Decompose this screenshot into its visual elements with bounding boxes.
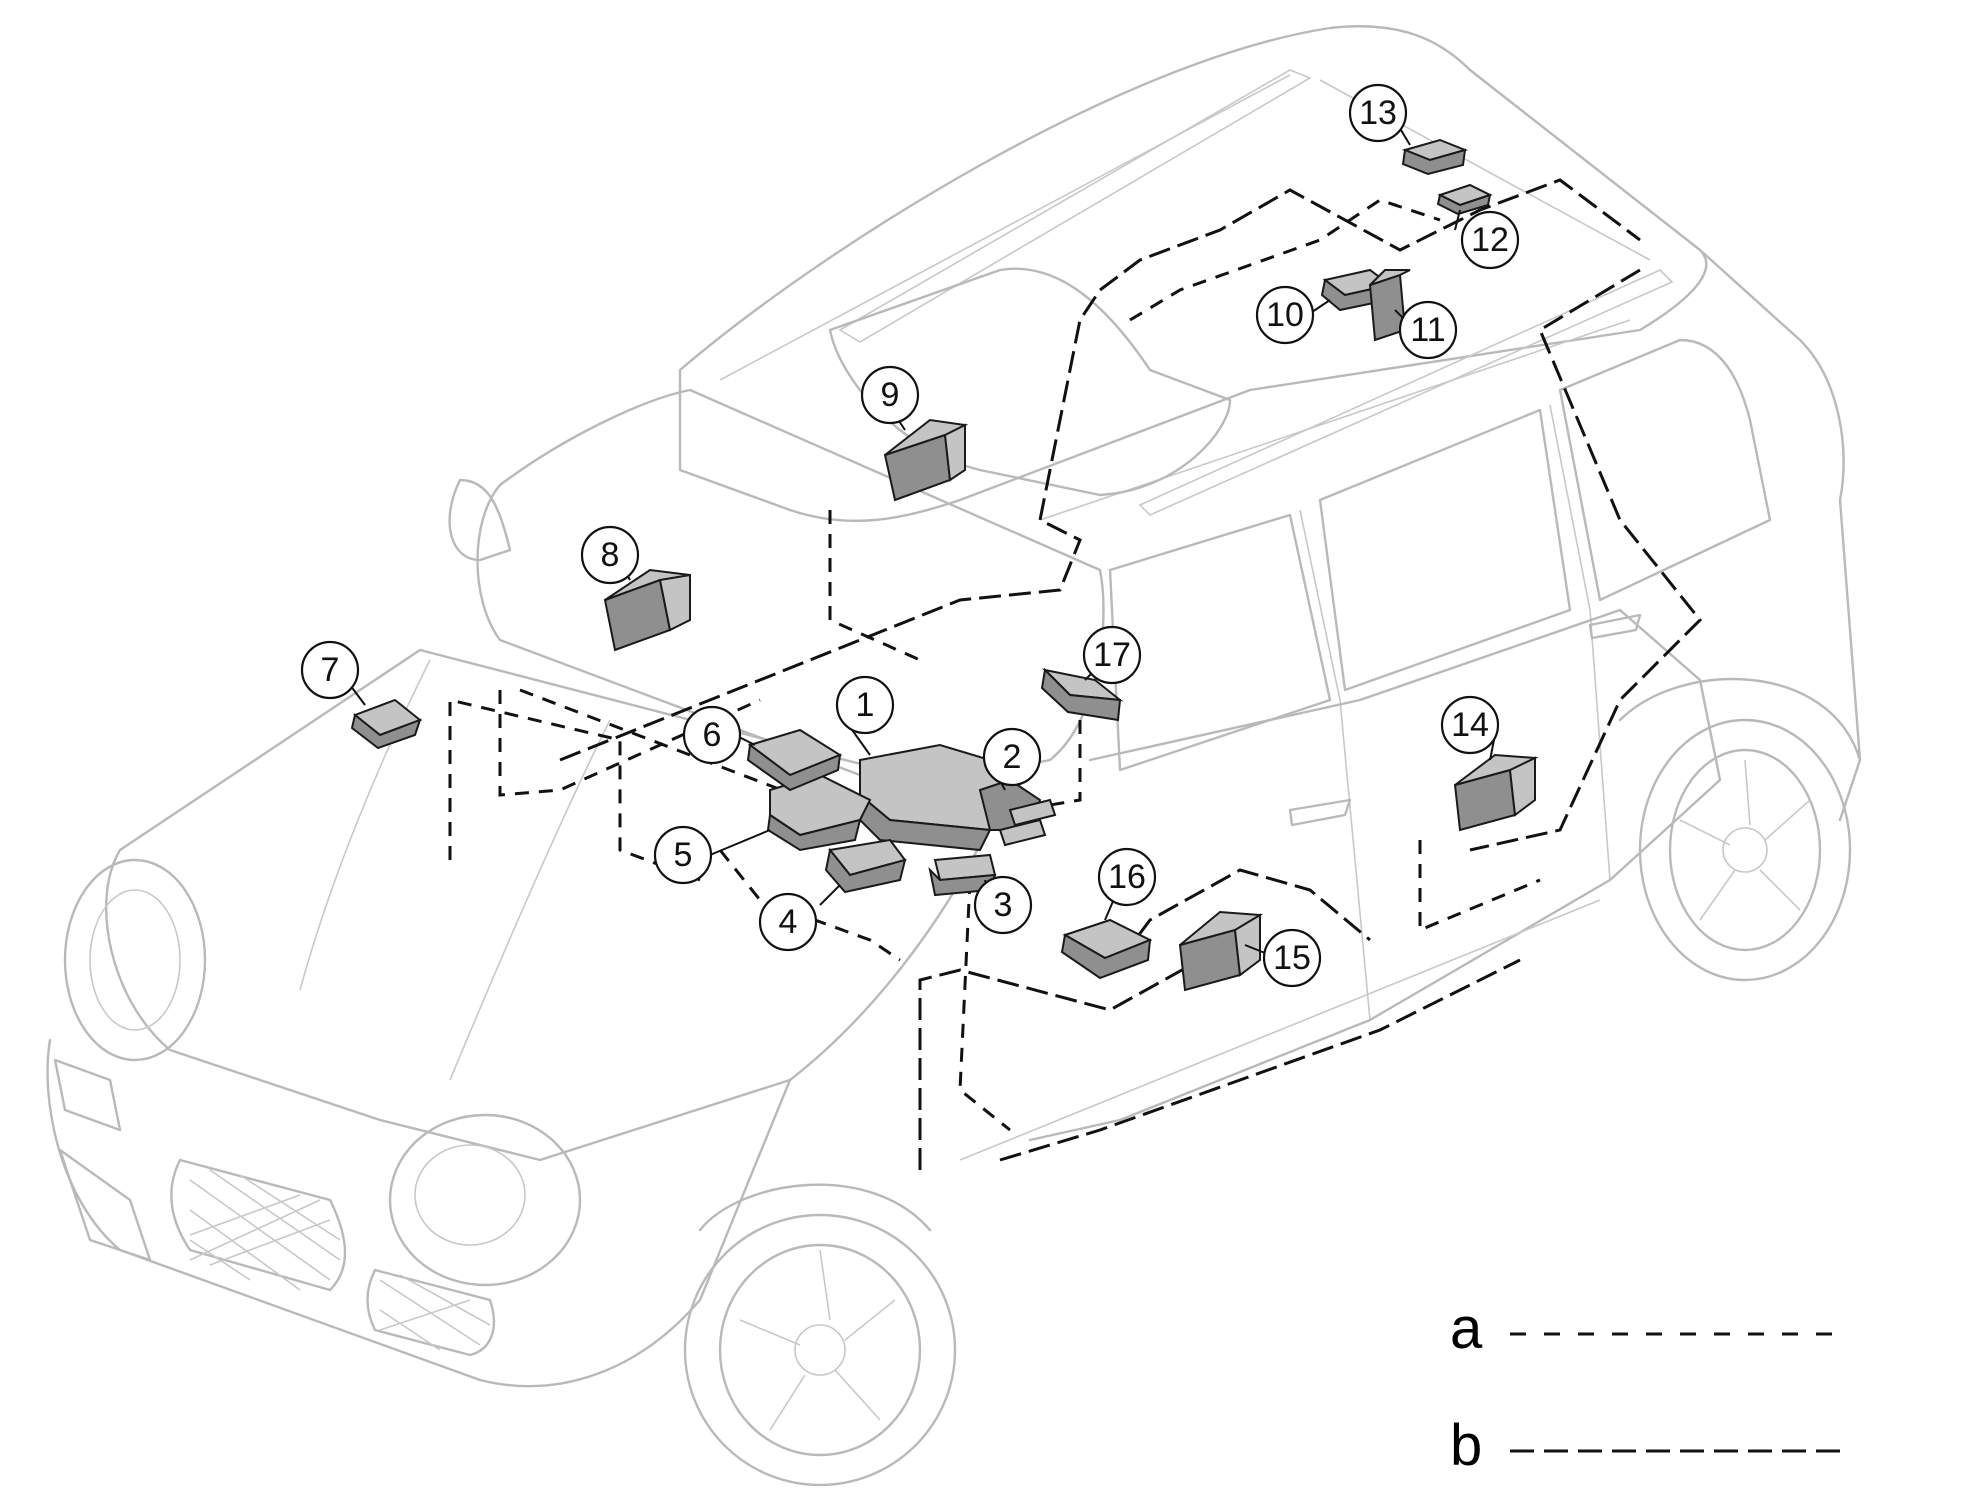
bus-line-roof <box>1099 178 1641 292</box>
callout-circle <box>1262 928 1322 988</box>
callout-number: 10 <box>1266 296 1304 334</box>
callout-1: 1 <box>835 675 895 735</box>
callout-5: 5 <box>653 825 713 885</box>
callout-4: 4 <box>758 892 818 952</box>
module-15 <box>1178 910 1264 992</box>
callout-3: 3 <box>973 875 1033 935</box>
bus-line-roof-inner <box>1129 198 1441 322</box>
bus-line-windshield <box>828 510 921 662</box>
callout-number: 9 <box>881 376 900 414</box>
bus-line-b-pillar <box>958 879 1011 1132</box>
bus-line-rear-door <box>1418 840 1541 933</box>
module-13 <box>1401 138 1469 176</box>
vehicle-outline <box>46 25 1862 1487</box>
module-17 <box>1040 667 1124 722</box>
legend-label-a: a <box>1450 1296 1483 1361</box>
bus-line-left-front <box>448 698 701 882</box>
callout-number: 16 <box>1108 858 1146 896</box>
callout-circle <box>860 365 920 425</box>
callout-17: 17 <box>1082 625 1142 685</box>
callout-circle <box>1398 300 1458 360</box>
legend-item-b: b <box>1450 1413 1850 1478</box>
callout-number: 8 <box>601 536 620 574</box>
callout-circle <box>300 640 360 700</box>
bus-line-roof-to-rear <box>1469 268 1703 852</box>
callout-number: 1 <box>856 686 875 724</box>
callout-number: 4 <box>779 903 798 941</box>
callout-number: 17 <box>1093 636 1131 674</box>
module-6 <box>746 728 843 792</box>
callout-12: 12 <box>1460 210 1520 270</box>
callout-circle <box>758 892 818 952</box>
module-1-instrument-cluster <box>853 743 1012 852</box>
module-2-steering-column <box>978 778 1057 847</box>
callout-11: 11 <box>1398 300 1458 360</box>
callout-circle <box>653 825 713 885</box>
callout-10: 10 <box>1255 285 1315 345</box>
legend: a b <box>1450 1296 1850 1478</box>
module-12 <box>1436 183 1493 216</box>
legend-label-b: b <box>1450 1413 1482 1478</box>
callout-number: 6 <box>703 716 722 754</box>
callout-2: 2 <box>982 727 1042 787</box>
callout-circle <box>580 525 640 585</box>
module-16 <box>1060 918 1153 980</box>
bus-line-sill-lower <box>918 958 1201 1170</box>
control-modules <box>350 138 1539 992</box>
callout-9: 9 <box>860 365 920 425</box>
module-11 <box>1368 269 1411 342</box>
callout-number: 12 <box>1471 221 1509 259</box>
module-14 <box>1453 753 1539 832</box>
bus-line-sill <box>999 958 1521 1162</box>
callout-circle <box>682 705 742 765</box>
callout-circle <box>1440 695 1500 755</box>
module-9 <box>883 418 969 502</box>
callout-7: 7 <box>300 640 360 700</box>
callout-14: 14 <box>1440 695 1500 755</box>
module-4 <box>824 838 907 894</box>
callout-number: 13 <box>1359 94 1397 132</box>
callout-circle <box>1460 210 1520 270</box>
callout-circle <box>982 727 1042 787</box>
callout-number: 2 <box>1003 738 1022 776</box>
callout-number: 5 <box>674 836 693 874</box>
bus-line-module-16 <box>1118 868 1371 961</box>
callout-15: 15 <box>1262 928 1322 988</box>
bus-wiring <box>448 178 1703 1170</box>
callout-number: 11 <box>1410 311 1445 349</box>
callout-circle <box>973 875 1033 935</box>
module-8 <box>603 568 691 652</box>
callout-circle <box>1255 285 1315 345</box>
callout-number: 7 <box>321 651 340 689</box>
callout-circle <box>1082 625 1142 685</box>
callout-6: 6 <box>682 705 742 765</box>
callout-number: 15 <box>1273 939 1311 977</box>
callout-number: 14 <box>1451 706 1489 744</box>
bus-line-center-to-roof <box>559 289 1102 762</box>
module-7 <box>350 698 422 750</box>
callout-8: 8 <box>580 525 640 585</box>
callout-number: 3 <box>994 886 1013 924</box>
callout-circle <box>1348 83 1408 143</box>
callout-16: 16 <box>1097 847 1157 907</box>
callout-13: 13 <box>1348 83 1408 143</box>
legend-item-a: a <box>1450 1296 1850 1361</box>
callout-circle <box>835 675 895 735</box>
callout-circle <box>1097 847 1157 907</box>
